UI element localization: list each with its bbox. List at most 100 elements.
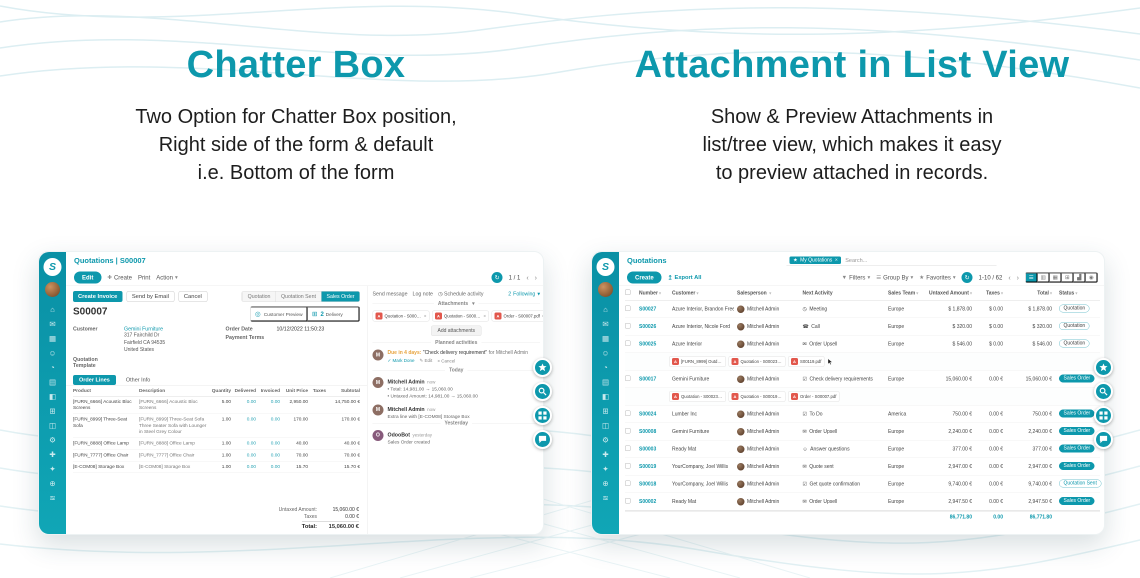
cell-next-activity[interactable]: ☎Call	[802, 323, 820, 330]
row-checkbox[interactable]	[625, 463, 631, 469]
attachment-chip[interactable]: A Quotation - S00023.pdf	[728, 356, 786, 367]
column-header[interactable]: Total	[1006, 290, 1052, 296]
message-author[interactable]: Mitchell Admin	[387, 406, 425, 413]
column-header[interactable]: Untaxed Amount	[926, 290, 972, 296]
app-logo[interactable]: S	[43, 258, 62, 276]
column-header[interactable]: Product	[73, 387, 91, 394]
activity-title[interactable]: "Check delivery requirement"	[422, 350, 488, 356]
customer-link[interactable]: Gemini Furniture	[124, 326, 164, 332]
dashboard-icon[interactable]: ◫	[601, 421, 610, 430]
notebook-tab[interactable]: Other Info	[125, 376, 151, 383]
column-header[interactable]: Sales Team	[888, 290, 923, 296]
cell-next-activity[interactable]: ☑Get quote confirmation	[802, 481, 861, 487]
kanban-view-icon[interactable]: ▥	[1037, 272, 1050, 283]
website-icon[interactable]: ⊕	[49, 479, 56, 488]
cell-next-activity[interactable]: ☺Answer questions	[802, 446, 850, 452]
add-attachments-button[interactable]: Add attachments	[430, 325, 482, 336]
list-view-icon[interactable]: ☰	[1025, 272, 1038, 283]
order-line-row[interactable]: [FURN_8888] Office Lamp [FURN_8888] Offi…	[73, 438, 360, 450]
column-header[interactable]: Description	[139, 387, 166, 394]
app-logo[interactable]: S	[596, 258, 615, 276]
order-line-row[interactable]: [FURN_8999] Three-Seat Sofa [FURN_8999] …	[73, 414, 360, 439]
search-facet[interactable]: ★ My Quotations ×	[789, 256, 842, 264]
apps-grid-button[interactable]	[1094, 406, 1113, 425]
attachments-section-header[interactable]: Attachments▾	[373, 301, 541, 307]
favorites-button[interactable]: ★Favorites▾	[919, 273, 956, 281]
search-button[interactable]	[533, 382, 552, 401]
discuss-icon[interactable]: ✉	[49, 320, 56, 329]
contacts-icon[interactable]: ☺	[601, 349, 610, 358]
column-header[interactable]: Status	[1055, 290, 1100, 296]
list-row[interactable]: S00025 Azure Interior Mitchell Admin ✉Or…	[625, 336, 1100, 353]
delivery-button[interactable]: ⊞ 2 Delivery	[307, 306, 360, 322]
pager-prev-button[interactable]: ‹	[1008, 273, 1011, 282]
sales-icon[interactable]: ▤	[601, 378, 610, 387]
dashboard-icon[interactable]: ◫	[48, 421, 57, 430]
column-header[interactable]: Invoiced	[260, 387, 280, 394]
row-checkbox[interactable]	[625, 323, 631, 329]
list-row[interactable]: S00017 Gemini Furniture Mitchell Admin ☑…	[625, 371, 1100, 388]
column-header[interactable]: Salesperson	[737, 290, 800, 296]
sync-button[interactable]: ↻	[491, 271, 503, 283]
column-header[interactable]: Number	[639, 290, 669, 296]
attachment-chip[interactable]: A S00119.pdf	[788, 356, 825, 367]
filters-button[interactable]: ▼Filters▾	[841, 273, 871, 281]
cancel-button[interactable]: Cancel	[178, 291, 208, 302]
settings-icon[interactable]: ✦	[49, 465, 56, 474]
order-date-field[interactable]: 10/12/2022 11:50:23	[276, 326, 325, 332]
select-all-checkbox[interactable]	[625, 289, 631, 295]
breadcrumb[interactable]: Quotations	[627, 256, 667, 265]
row-checkbox[interactable]	[625, 375, 631, 381]
bookmark-button[interactable]	[1094, 358, 1113, 377]
manufacturing-icon[interactable]: ⚙	[49, 436, 56, 445]
inventory-icon[interactable]: ⊞	[49, 407, 56, 416]
remove-facet-icon[interactable]: ×	[834, 257, 838, 264]
attachment-chip[interactable]: A Quotation - S00023.pdf	[669, 391, 726, 402]
customer-preview-button[interactable]: ◎ Customer Preview	[250, 306, 308, 322]
row-checkbox[interactable]	[625, 305, 631, 311]
list-row[interactable]: S00003 Ready Mat Mitchell Admin ☺Answer …	[625, 441, 1100, 458]
chat-button[interactable]	[533, 430, 552, 449]
log-note-button[interactable]: Log note	[412, 291, 433, 297]
row-checkbox[interactable]	[625, 480, 631, 486]
order-line-row[interactable]: [FURN_7777] Office Chair [FURN_7777] Off…	[73, 450, 360, 462]
create-invoice-button[interactable]: Create Invoice	[73, 291, 123, 302]
manufacturing-icon[interactable]: ⚙	[602, 436, 609, 445]
sync-button[interactable]: ↻	[961, 271, 973, 283]
export-all-button[interactable]: ↥Export All	[667, 274, 702, 281]
message-author[interactable]: OdooBot	[387, 431, 410, 438]
row-checkbox[interactable]	[625, 428, 631, 434]
cell-next-activity[interactable]: ☑Check delivery requirements	[802, 376, 873, 382]
cell-next-activity[interactable]: ☑To Do	[802, 411, 823, 417]
order-line-row[interactable]: [FURN_6666] Acoustic Bloc Screens [FURN_…	[73, 396, 360, 415]
user-avatar[interactable]	[598, 282, 613, 297]
remove-attachment-icon[interactable]: ×	[423, 313, 427, 319]
statusbar-step[interactable]: Quotation Sent	[275, 291, 321, 302]
list-row[interactable]: S00027 Azure Interior, Brandon Freeman M…	[625, 301, 1100, 318]
message-author[interactable]: Mitchell Admin	[387, 379, 425, 385]
apps-grid-button[interactable]	[533, 406, 552, 425]
column-header[interactable]: Customer	[672, 290, 734, 296]
list-row[interactable]: S00008 Gemini Furniture Mitchell Admin ✉…	[625, 423, 1100, 441]
attachment-chip[interactable]: A Order - S00007.pdf	[788, 391, 840, 402]
cell-next-activity[interactable]: ◷Meeting	[802, 306, 828, 312]
purchase-icon[interactable]: ✚	[602, 450, 609, 459]
bookmark-button[interactable]	[533, 358, 552, 377]
column-header[interactable]: Taxes	[975, 290, 1003, 296]
map-view-icon[interactable]: ◉	[1085, 272, 1098, 283]
remove-attachment-icon[interactable]: ×	[542, 314, 543, 319]
list-row[interactable]: S00024 Lumber Inc Mitchell Admin ☑To Do …	[625, 406, 1100, 423]
pager-next-button[interactable]: ›	[1016, 273, 1019, 282]
column-header[interactable]: Delivered	[234, 387, 256, 394]
attachment-chip[interactable]: A Quotation - S00019.pdf ×	[432, 310, 489, 322]
create-button[interactable]: ✚Create	[107, 273, 132, 281]
cell-next-activity[interactable]: ✉Order Upsell	[802, 498, 838, 505]
home-icon[interactable]: ⌂	[50, 305, 55, 314]
list-row[interactable]: S00026 Azure Interior, Nicole Ford Mitch…	[625, 318, 1100, 336]
statusbar-step[interactable]: Sales Order	[320, 291, 360, 302]
create-button[interactable]: Create	[627, 271, 662, 284]
discuss-icon[interactable]: ✉	[602, 320, 609, 329]
send-message-button[interactable]: Send message	[372, 291, 408, 297]
pivot-view-icon[interactable]: ⊞	[1061, 272, 1074, 283]
